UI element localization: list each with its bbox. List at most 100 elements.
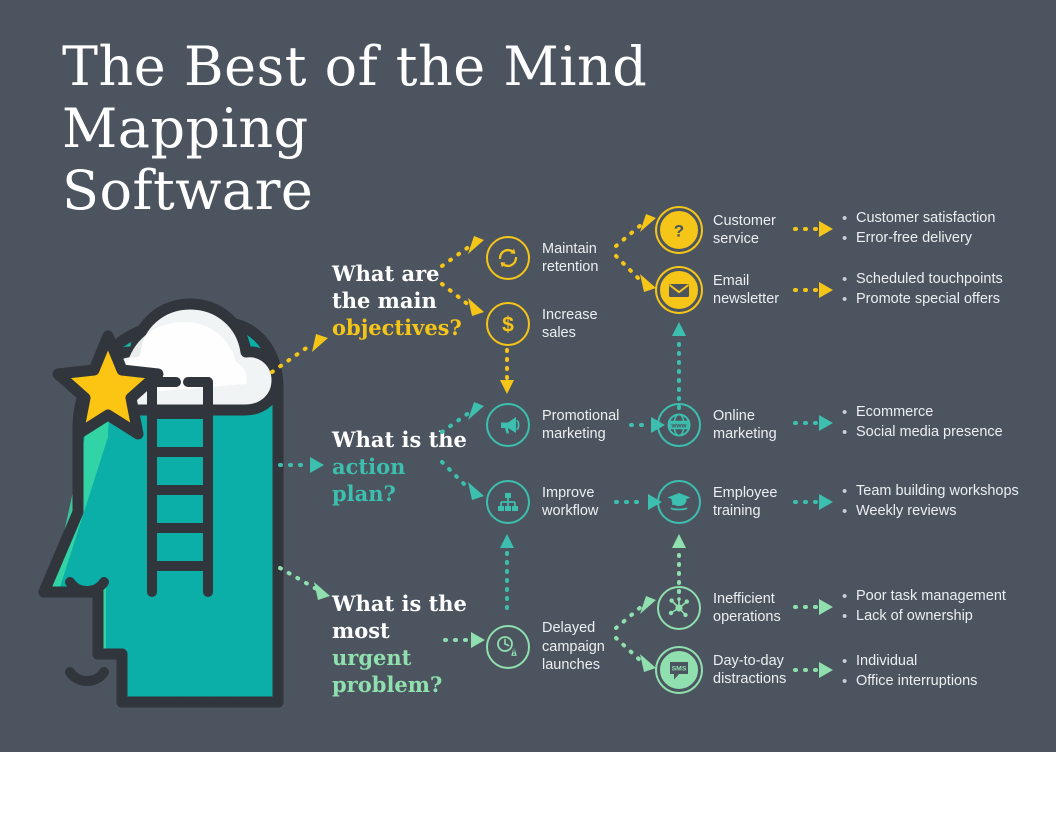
bullet-dot: • bbox=[842, 229, 848, 247]
node-promotional-marketing-label: Promotional marketing bbox=[542, 407, 620, 443]
envelope-icon bbox=[657, 268, 701, 312]
bottom-white-strip bbox=[0, 752, 1056, 816]
www-globe-icon: www bbox=[657, 403, 701, 447]
node-improve-workflow[interactable]: Improve workflow bbox=[486, 480, 598, 524]
node-delayed-campaign-launches-label: Delayed campaign launches bbox=[542, 620, 605, 673]
connector-retention-to-email-newsletter bbox=[614, 254, 656, 292]
eye-closed-upper bbox=[65, 577, 109, 596]
question-objectives: What are the main objectives? bbox=[332, 260, 467, 341]
connector-delayed-to-inefficient-operations bbox=[614, 596, 656, 630]
org-chart-icon bbox=[486, 480, 530, 524]
list-item: • Poor task management bbox=[842, 587, 1006, 607]
bullet-dot: • bbox=[842, 607, 848, 625]
page-title: The Best of the Mind Mapping Software bbox=[62, 35, 648, 222]
connector-head-to-action-plan bbox=[278, 457, 324, 473]
connector-action-plan-to-promotional-marketing bbox=[440, 402, 484, 434]
list-item: • Lack of ownership bbox=[842, 607, 1006, 627]
node-maintain-retention[interactable]: Maintain retention bbox=[486, 236, 598, 280]
ladder-icon bbox=[147, 377, 213, 597]
list-item: • Individual bbox=[842, 652, 977, 672]
question-objectives-lead: What are the main bbox=[332, 261, 440, 313]
connector-head-to-objectives bbox=[270, 334, 328, 374]
network-nodes-icon bbox=[657, 586, 701, 630]
node-employee-training[interactable]: Employee training bbox=[657, 480, 777, 524]
connector-head-to-urgent-problem bbox=[278, 566, 330, 600]
bullet-dot: • bbox=[842, 672, 848, 690]
question-urgent-problem-lead: What is the most bbox=[332, 591, 467, 643]
question-mark-icon: ? bbox=[657, 208, 701, 252]
bullet-text: Lack of ownership bbox=[856, 607, 973, 624]
connector-email-newsletter-to-bullets bbox=[793, 282, 833, 298]
node-delayed-campaign-launches[interactable]: Delayed campaign launches bbox=[486, 619, 605, 675]
connector-retention-to-customer-service bbox=[614, 214, 656, 248]
node-promotional-marketing[interactable]: Promotional marketing bbox=[486, 403, 619, 447]
bullet-text: Weekly reviews bbox=[856, 502, 957, 519]
connector-online-marketing-up bbox=[672, 322, 686, 410]
connector-action-plan-to-improve-workflow bbox=[440, 460, 484, 500]
bullets-email-newsletter: • Scheduled touchpoints • Promote specia… bbox=[842, 270, 1003, 309]
node-increase-sales[interactable]: $ Increase sales bbox=[486, 302, 598, 346]
connector-objectives-to-increase-sales bbox=[440, 282, 484, 316]
list-item: • Ecommerce bbox=[842, 403, 1003, 423]
bullet-dot: • bbox=[842, 483, 848, 500]
bullet-dot: • bbox=[842, 271, 848, 288]
list-item: • Customer satisfaction bbox=[842, 209, 995, 229]
bullet-dot: • bbox=[842, 653, 848, 670]
node-increase-sales-label: Increase sales bbox=[542, 306, 598, 342]
question-urgent-problem: What is the most urgent problem? bbox=[332, 590, 467, 698]
bullet-dot: • bbox=[842, 502, 848, 520]
node-online-marketing[interactable]: www Online marketing bbox=[657, 403, 777, 447]
connector-online-marketing-to-bullets bbox=[793, 415, 833, 431]
bullets-online-marketing: • Ecommerce • Social media presence bbox=[842, 403, 1003, 442]
node-email-newsletter-label: Email newsletter bbox=[713, 272, 780, 308]
bullet-dot: • bbox=[842, 423, 848, 441]
node-customer-service[interactable]: ? Customer service bbox=[657, 208, 776, 252]
list-item: • Scheduled touchpoints bbox=[842, 270, 1003, 290]
connector-inefficient-operations-up bbox=[672, 534, 686, 594]
list-item: • Office interruptions bbox=[842, 672, 977, 692]
bullet-dot: • bbox=[842, 210, 848, 227]
list-item: • Social media presence bbox=[842, 423, 1003, 443]
connector-workflow-to-employee-training bbox=[614, 494, 662, 510]
eye-closed-lower bbox=[65, 667, 109, 686]
question-objectives-accent: objectives? bbox=[332, 315, 462, 340]
head-illustration bbox=[30, 262, 320, 714]
svg-text:$: $ bbox=[502, 314, 514, 337]
connector-delayed-to-distractions bbox=[614, 636, 656, 672]
node-improve-workflow-label: Improve workflow bbox=[542, 484, 599, 520]
node-day-to-day-distractions-label: Day-to-day distractions bbox=[713, 652, 787, 688]
sms-bubble-icon: SMS bbox=[657, 648, 701, 692]
bullet-dot: • bbox=[842, 404, 848, 421]
node-employee-training-label: Employee training bbox=[713, 484, 778, 520]
dollar-sign-icon: $ bbox=[486, 302, 530, 346]
bullet-text: Customer satisfaction bbox=[856, 210, 996, 226]
list-item: • Promote special offers bbox=[842, 290, 1003, 310]
node-email-newsletter[interactable]: Email newsletter bbox=[657, 268, 779, 312]
bullet-text: Ecommerce bbox=[856, 404, 934, 420]
list-item: • Weekly reviews bbox=[842, 502, 1019, 522]
question-action-plan-accent: action plan? bbox=[332, 454, 406, 506]
node-inefficient-operations-label: Inefficient operations bbox=[713, 590, 781, 626]
megaphone-icon bbox=[486, 403, 530, 447]
bullet-dot: • bbox=[842, 588, 848, 605]
connector-increase-sales-down bbox=[500, 348, 514, 394]
connector-improve-workflow-up bbox=[500, 534, 514, 610]
bullet-text: Scheduled touchpoints bbox=[856, 271, 1003, 287]
node-inefficient-operations[interactable]: Inefficient operations bbox=[657, 586, 781, 630]
clock-warning-icon bbox=[486, 624, 530, 669]
refresh-cycle-icon bbox=[486, 236, 530, 280]
bullet-text: Promote special offers bbox=[856, 290, 1000, 307]
star-icon bbox=[52, 330, 164, 440]
connector-employee-training-to-bullets bbox=[793, 494, 833, 510]
bullets-employee-training: • Team building workshops • Weekly revie… bbox=[842, 482, 1019, 521]
list-item: • Error-free delivery bbox=[842, 229, 995, 249]
graduation-cap-icon bbox=[657, 480, 701, 524]
bullet-dot: • bbox=[842, 290, 848, 308]
node-day-to-day-distractions[interactable]: SMS Day-to-day distractions bbox=[657, 648, 786, 692]
bullet-text: Individual bbox=[856, 653, 918, 669]
connector-objectives-to-maintain-retention bbox=[440, 236, 484, 268]
question-action-plan: What is the action plan? bbox=[332, 426, 467, 507]
bullet-text: Social media presence bbox=[856, 423, 1003, 440]
connector-inefficient-operations-to-bullets bbox=[793, 599, 833, 615]
